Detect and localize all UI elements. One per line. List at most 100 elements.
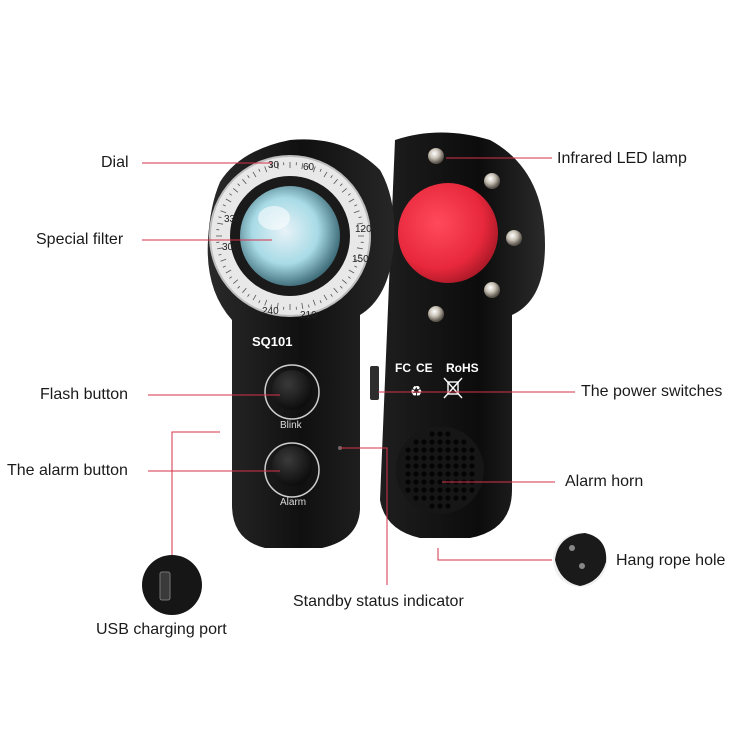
usb-callout-line (171, 431, 220, 555)
device-front: 30 60 120 150 210 240 300 330 SQ101 Blin… (207, 139, 395, 548)
lens-highlight (258, 206, 290, 230)
dial-tick (354, 265, 358, 268)
grille-hole (437, 447, 443, 453)
model-label: SQ101 (252, 334, 292, 349)
dial-tick (220, 258, 227, 262)
dial-tick (312, 166, 316, 173)
led-lamp (484, 282, 500, 298)
rope-hole-inset (553, 533, 607, 587)
dial-tick (307, 304, 310, 308)
grille-hole (405, 447, 411, 453)
grille-hole (445, 463, 451, 469)
dial-tick (222, 204, 226, 207)
dial-tick (270, 304, 273, 308)
grille-hole (429, 431, 435, 437)
dial-tick (333, 179, 338, 185)
dial-tick (356, 222, 363, 225)
grille-hole (453, 447, 459, 453)
power-switch[interactable] (370, 366, 379, 400)
dial-number: 150 (352, 254, 369, 265)
grille-hole (461, 471, 467, 477)
grille-hole (437, 439, 443, 445)
alarm-button[interactable] (272, 446, 312, 486)
dial-tick (229, 276, 233, 279)
dial-number: 210 (300, 310, 317, 321)
dial-tick (222, 265, 226, 268)
dial-tick (264, 166, 268, 173)
grille-hole (445, 495, 451, 501)
led-lamp (428, 148, 444, 164)
alarm-horn-grille (396, 426, 484, 514)
crossed-bin-icon (443, 377, 463, 399)
grille-hole (453, 439, 459, 445)
grille-hole (461, 455, 467, 461)
alarm-horn-label: Alarm horn (565, 473, 644, 490)
grille-hole (469, 471, 475, 477)
ce-mark: CE (416, 361, 433, 375)
dial-tick (252, 171, 257, 178)
dial-tick (252, 294, 257, 301)
dial-tick (330, 175, 333, 179)
grille-hole (445, 439, 451, 445)
blink-label: Blink (280, 420, 303, 431)
grille-hole (405, 487, 411, 493)
grille-hole (453, 455, 459, 461)
grille-hole (413, 463, 419, 469)
dial-tick (247, 175, 250, 179)
grille-hole (429, 439, 435, 445)
grille-hole (445, 447, 451, 453)
grille-hole (461, 439, 467, 445)
grille-hole (421, 471, 427, 477)
dial-tick (301, 163, 304, 170)
dial-tick (301, 302, 304, 309)
grille-hole (413, 439, 419, 445)
dial-tick (276, 163, 279, 170)
dial-tick (319, 300, 322, 304)
grille-hole (469, 487, 475, 493)
dial-tick (276, 302, 279, 309)
dial-number: 330 (224, 214, 241, 225)
grille-hole (453, 495, 459, 501)
grille-hole (429, 487, 435, 493)
flash-button[interactable] (272, 370, 312, 410)
grille-hole (445, 487, 451, 493)
dial-number: 30 (268, 160, 280, 171)
dial-tick (323, 171, 328, 178)
grille-hole (461, 487, 467, 493)
rope-callout-line (437, 548, 552, 561)
power-switch-label: The power switches (581, 383, 723, 400)
dial-tick (339, 285, 343, 289)
dial-tick (348, 198, 355, 203)
grille-hole (421, 463, 427, 469)
dial-number: 300 (222, 242, 239, 253)
grille-hole (413, 495, 419, 501)
dial-ticks (216, 162, 364, 310)
grille-hole (461, 495, 467, 501)
dial-number: 60 (303, 162, 315, 173)
usb-port-label: USB charging port (96, 621, 227, 638)
dial-tick (264, 299, 268, 306)
special-filter (240, 186, 340, 286)
grille-hole (437, 495, 443, 501)
dial-tick (218, 253, 222, 256)
rohs-mark: RoHS (446, 361, 479, 375)
dial-tick (237, 285, 241, 289)
standby-callout-line (340, 447, 388, 585)
dial-tick (220, 210, 227, 214)
grille-hole (413, 447, 419, 453)
grille-hole (421, 447, 427, 453)
dial-tick (258, 300, 261, 304)
dial-tick (330, 293, 333, 297)
dial-tick (217, 222, 224, 225)
grille-hole (445, 455, 451, 461)
grille-hole (437, 455, 443, 461)
grille-hole (413, 479, 419, 485)
callout-lines (142, 157, 575, 585)
dial-tick (347, 193, 351, 196)
dial-number: 240 (262, 306, 279, 317)
grille-hole (453, 487, 459, 493)
grille-hole (429, 471, 435, 477)
dial-tick (358, 253, 362, 256)
grille-hole (445, 431, 451, 437)
dial-tick (354, 204, 358, 207)
